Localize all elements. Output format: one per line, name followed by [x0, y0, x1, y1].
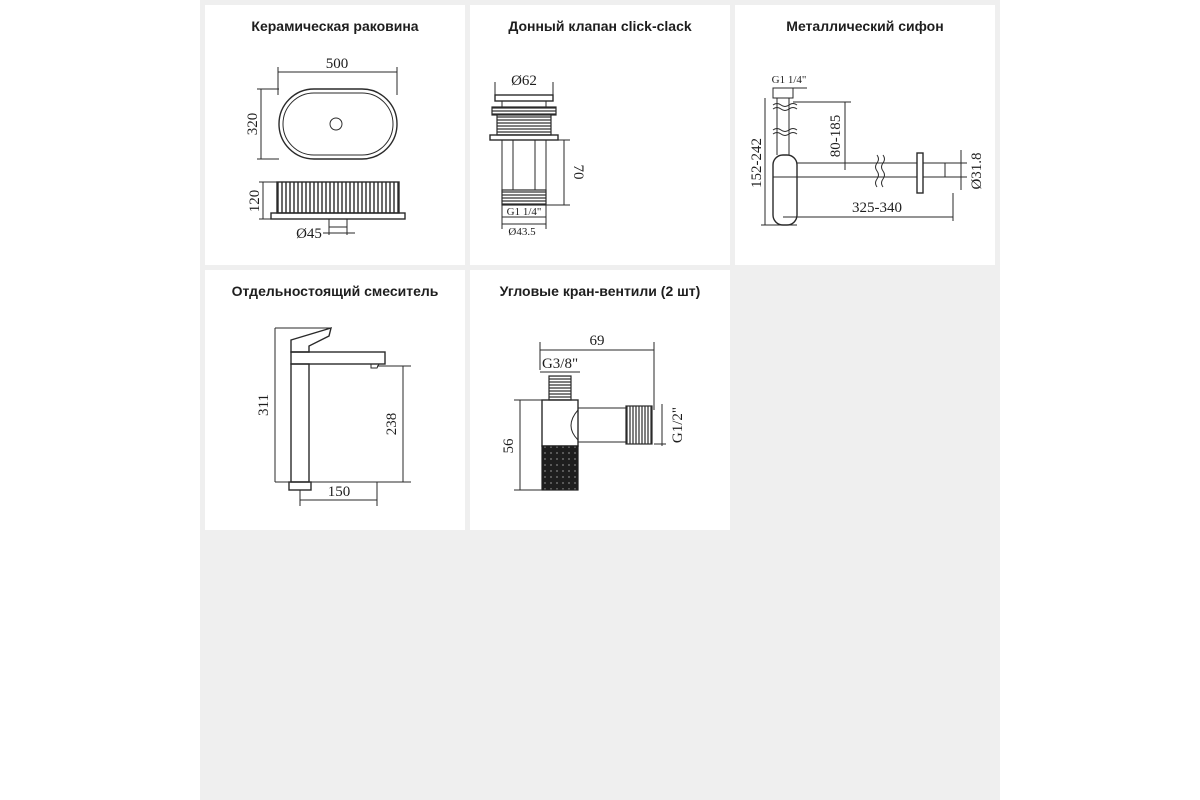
faucet-spout-height-label: 238 [384, 413, 400, 436]
faucet-total-height-label: 311 [256, 394, 272, 416]
valve-outlet-label: G1/2" [670, 407, 686, 443]
panel-title: Керамическая раковина [251, 18, 419, 34]
panel-title: Угловые кран-вентили (2 шт) [499, 283, 701, 299]
panel-siphon: Металлический сифон G1 1/4" [735, 5, 995, 265]
valve-inlet-label: G3/8" [542, 356, 578, 372]
valve-height-label: 56 [501, 438, 517, 454]
siphon-thread-label: G1 1/4" [772, 74, 807, 86]
basin-drawing: 500 320 120 Ø45 [245, 56, 406, 242]
siphon-drop-label: 80-185 [828, 115, 844, 158]
valve-top-label: Ø62 [511, 73, 537, 89]
panel-drain-valve: Донный клапан click-clack Ø62 [470, 5, 730, 265]
angle-valve-drawing: 69 G3/8" G1/2" 56 [501, 333, 686, 491]
drain-valve-drawing: Ø62 70 G1 1/4" Ø43.5 [489, 73, 586, 238]
panel-angle-valves: Угловые кран-вентили (2 шт) [470, 270, 730, 530]
spec-sheet: Керамическая раковина 500 320 [200, 0, 1000, 800]
siphon-height-label: 152-242 [749, 138, 765, 188]
valve-length-label: 69 [590, 333, 605, 349]
panel-title: Металлический сифон [786, 18, 944, 34]
panel-title: Донный клапан click-clack [508, 18, 692, 34]
valve-height-label: 70 [570, 165, 586, 180]
faucet-reach-label: 150 [328, 484, 351, 500]
valve-thread-label: G1 1/4" [507, 206, 542, 218]
panel-faucet: Отдельностоящий смеситель 311 238 150 [205, 270, 465, 530]
basin-height-label: 120 [247, 190, 263, 213]
basin-width-label: 500 [326, 56, 349, 72]
basin-depth-label: 320 [245, 113, 261, 136]
panel-title: Отдельностоящий смеситель [231, 283, 439, 299]
basin-drain-label: Ø45 [296, 226, 322, 242]
siphon-outlet-label: Ø31.8 [969, 152, 985, 189]
faucet-drawing: 311 238 150 [256, 326, 411, 506]
panel-basin: Керамическая раковина 500 320 [205, 5, 465, 265]
siphon-drawing: G1 1/4" 80-185 [749, 74, 985, 226]
siphon-length-label: 325-340 [852, 200, 902, 216]
valve-bottom-label: Ø43.5 [508, 226, 536, 238]
